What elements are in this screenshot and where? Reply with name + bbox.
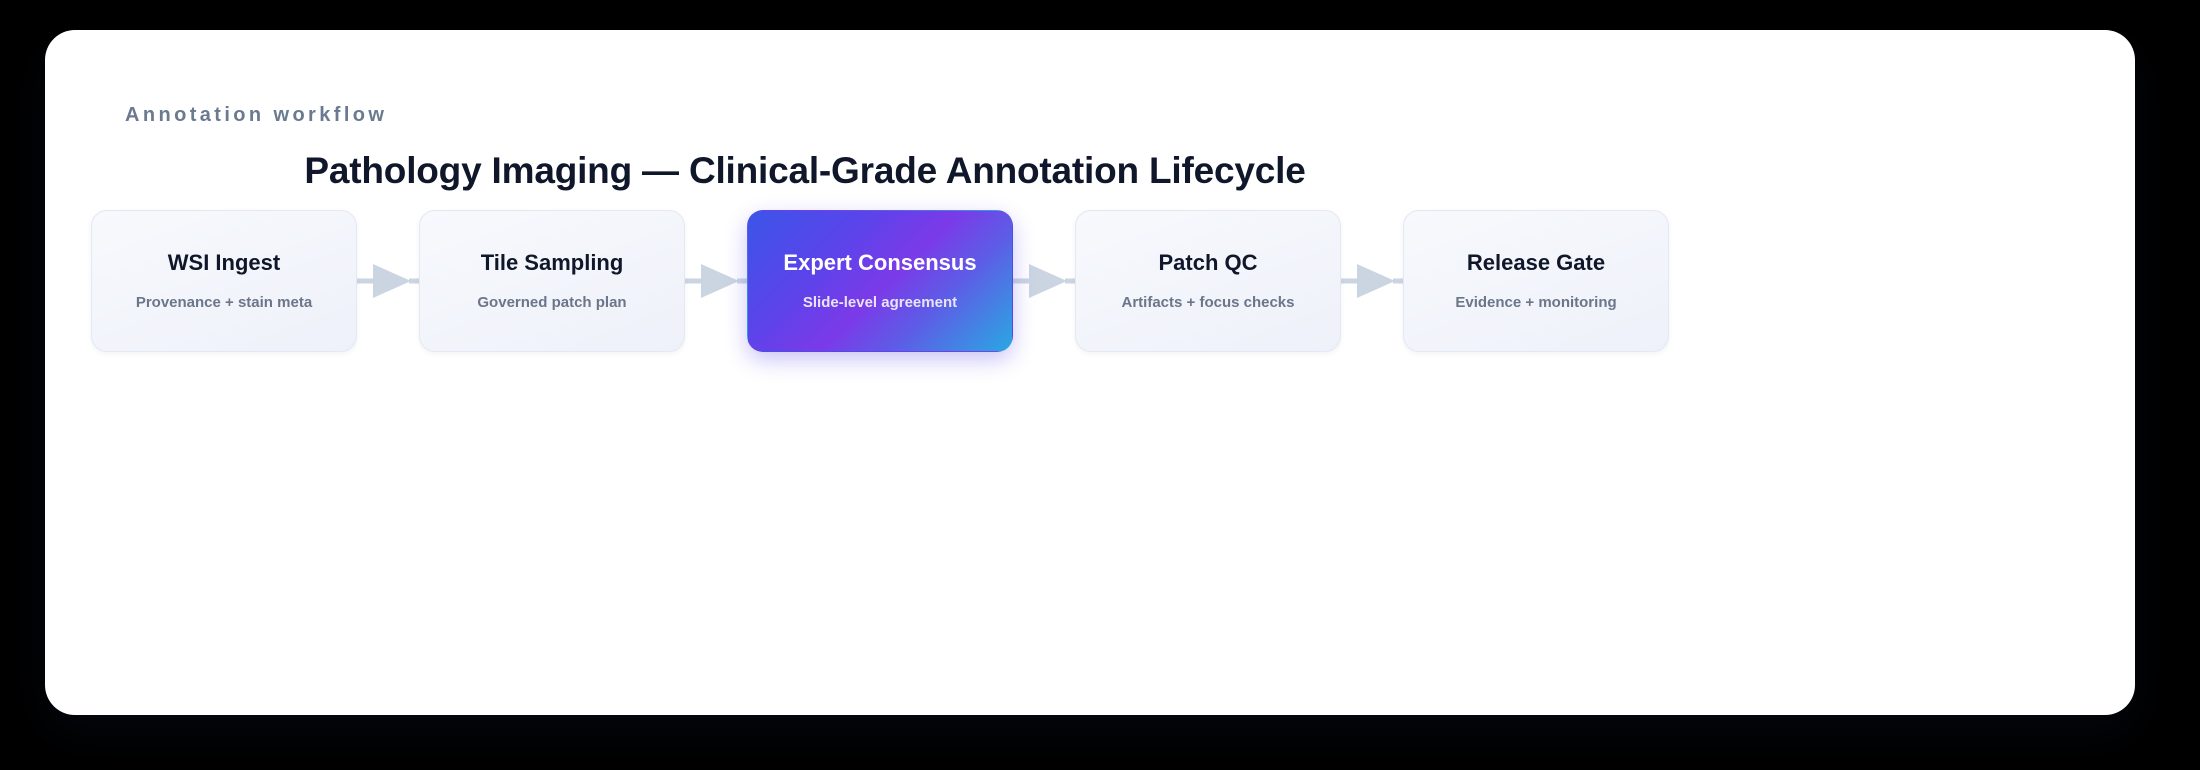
page-title: Pathology Imaging — Clinical-Grade Annot… xyxy=(304,150,1306,191)
workflow-step-title: WSI Ingest xyxy=(167,249,281,275)
workflow-step-subtitle: Governed patch plan xyxy=(477,293,627,311)
workflow-step-subtitle: Provenance + stain meta xyxy=(135,293,313,311)
flow-connector-wsi-ingest-to-tile-sampling xyxy=(357,258,419,304)
workflow-step-patch-qc[interactable]: Patch QC Artifacts + focus checks xyxy=(1075,210,1341,352)
arrow-right-icon xyxy=(1341,258,1403,304)
workflow-panel: Annotation workflow Pathology Imaging — … xyxy=(45,30,2135,715)
flow-connector-patch-qc-to-release-gate xyxy=(1341,258,1403,304)
arrow-right-icon xyxy=(1013,258,1075,304)
workflow-step-subtitle: Evidence + monitoring xyxy=(1455,293,1617,311)
panel-eyebrow-label: Annotation workflow xyxy=(125,104,388,126)
arrow-right-icon xyxy=(685,258,747,304)
flow-connector-tile-sampling-to-expert-consensus xyxy=(685,258,747,304)
workflow-step-title: Release Gate xyxy=(1466,249,1606,275)
workflow-step-subtitle: Slide-level agreement xyxy=(802,293,958,311)
workflow-step-title: Expert Consensus xyxy=(783,249,977,275)
flow-connector-expert-consensus-to-patch-qc xyxy=(1013,258,1075,304)
workflow-step-subtitle: Artifacts + focus checks xyxy=(1121,293,1295,311)
arrow-right-icon xyxy=(357,258,419,304)
workflow-step-title: Patch QC xyxy=(1158,249,1258,275)
workflow-step-title: Tile Sampling xyxy=(480,249,624,275)
